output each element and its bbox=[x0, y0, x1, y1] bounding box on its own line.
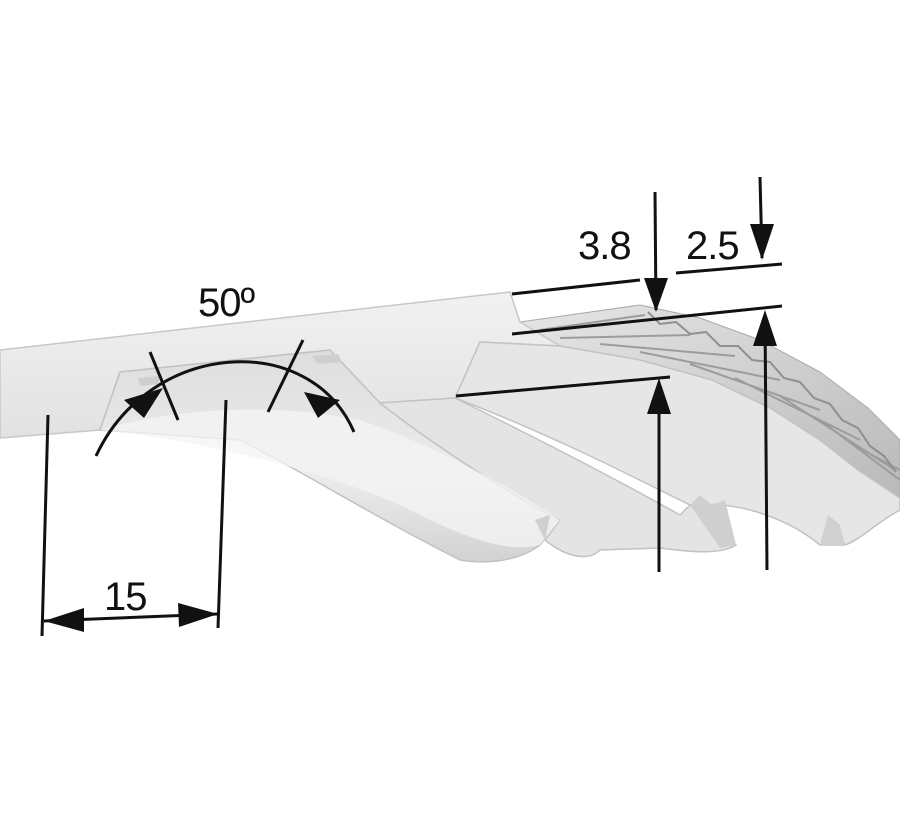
angle-arc bbox=[94, 360, 356, 457]
thickness-arrow-bottom bbox=[753, 310, 777, 346]
pitch-extension-right bbox=[216, 399, 228, 629]
height-extension-bottom bbox=[455, 375, 671, 398]
angle-leg-left bbox=[148, 351, 180, 421]
thickness-extension-top bbox=[675, 262, 783, 275]
total-height-label: 3.8 bbox=[578, 224, 631, 268]
height-arrow-top bbox=[644, 278, 668, 312]
height-extension-top bbox=[511, 278, 641, 296]
thickness-arrow-top bbox=[750, 224, 774, 260]
back-thickness-label: 2.5 bbox=[686, 224, 739, 268]
pitch-arrow-left bbox=[44, 608, 84, 632]
height-arrow-bottom bbox=[647, 378, 671, 414]
belt-body bbox=[0, 291, 900, 563]
thickness-arrow-bottom-line bbox=[763, 317, 769, 571]
arrowheads bbox=[44, 224, 777, 632]
pitch-extension-left bbox=[40, 414, 50, 637]
angle-label: 50º bbox=[198, 281, 255, 325]
angle-leg-right bbox=[266, 339, 305, 413]
angle-arrow-right bbox=[304, 392, 340, 418]
pitch-arrow-right bbox=[178, 603, 218, 627]
pitch-label: 15 bbox=[104, 575, 147, 619]
angle-arrow-left bbox=[124, 388, 163, 418]
thickness-extension-mid bbox=[511, 304, 783, 336]
